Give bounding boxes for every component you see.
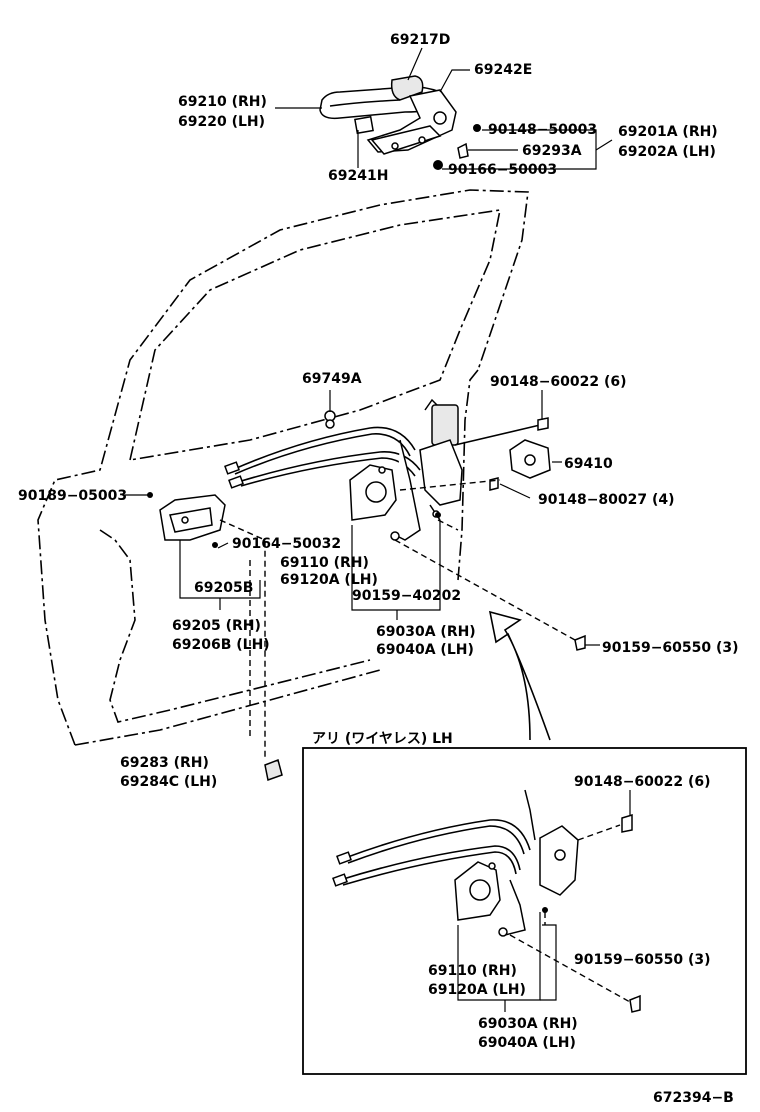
door-lock-assembly [390,398,541,541]
label-90148-80027: 90148−80027 (4) [538,492,675,508]
label-69284C: 69284C (LH) [120,774,217,790]
label-69040A-inset: 69040A (LH) [478,1035,576,1051]
label-90148-60022-main: 90148−60022 (6) [490,374,627,390]
label-90148-50003: 90148−50003 [488,122,597,138]
inset-arrow [488,610,551,741]
figure-id: 672394−B [653,1090,734,1106]
label-69205B: 69205B [194,580,253,596]
label-69283: 69283 (RH) [120,755,209,771]
control-cables [224,410,421,489]
label-69040A-main: 69040A (LH) [376,642,474,658]
label-90189-05003: 90189−05003 [18,488,127,504]
label-69210: 69210 (RH) [178,94,267,110]
label-90164-50032: 90164−50032 [232,536,341,552]
label-90159-60550-inset: 90159−60550 (3) [574,952,711,968]
label-69217D: 69217D [390,32,450,48]
inset-title: アリ (ワイヤレス) LH [312,731,453,747]
label-69120A-inset: 69120A (LH) [428,982,526,998]
inside-handle [147,492,226,548]
label-69293A: 69293A [522,143,582,159]
label-69110-inset: 69110 (RH) [428,963,517,979]
part-labels: 69217D 69242E 69210 (RH) 69220 (LH) 9014… [18,32,739,790]
label-69201A: 69201A (RH) [618,124,718,140]
label-69030A-main: 69030A (RH) [376,624,476,640]
label-90159-60550-main: 90159−60550 (3) [602,640,739,656]
leader-lines [122,47,613,646]
label-90148-60022-inset: 90148−60022 (6) [574,774,711,790]
label-69030A-inset: 69030A (RH) [478,1016,578,1032]
inset-box [302,747,747,1075]
handle-cap [390,75,424,101]
label-69202A: 69202A (LH) [618,144,716,160]
label-69110-main: 69110 (RH) [280,555,369,571]
label-69206B: 69206B (LH) [172,637,270,653]
guide-dashes [219,479,576,760]
knob-69283 [264,759,283,781]
bolt-90159-60550 [574,634,586,651]
label-69220: 69220 (LH) [178,114,265,130]
label-90166-50003: 90166−50003 [448,162,557,178]
door-outline [37,189,529,746]
label-69749A: 69749A [302,371,362,387]
door-lock-motor [349,464,397,521]
inset-lock-assembly [332,789,641,1013]
label-69242E: 69242E [474,62,532,78]
label-69205: 69205 (RH) [172,618,261,634]
label-69120A-main: 69120A (LH) [280,572,378,588]
label-69241H: 69241H [328,168,388,184]
label-69410: 69410 [564,456,613,472]
inset-leaders [457,790,631,1012]
door-striker [489,417,551,491]
outside-handle-assembly [319,75,481,170]
inset-labels: アリ (ワイヤレス) LH 90148−60022 (6) 90159−6055… [312,731,711,1051]
label-90159-40202: 90159−40202 [352,588,461,604]
bolt-90159-40202 [435,512,441,518]
